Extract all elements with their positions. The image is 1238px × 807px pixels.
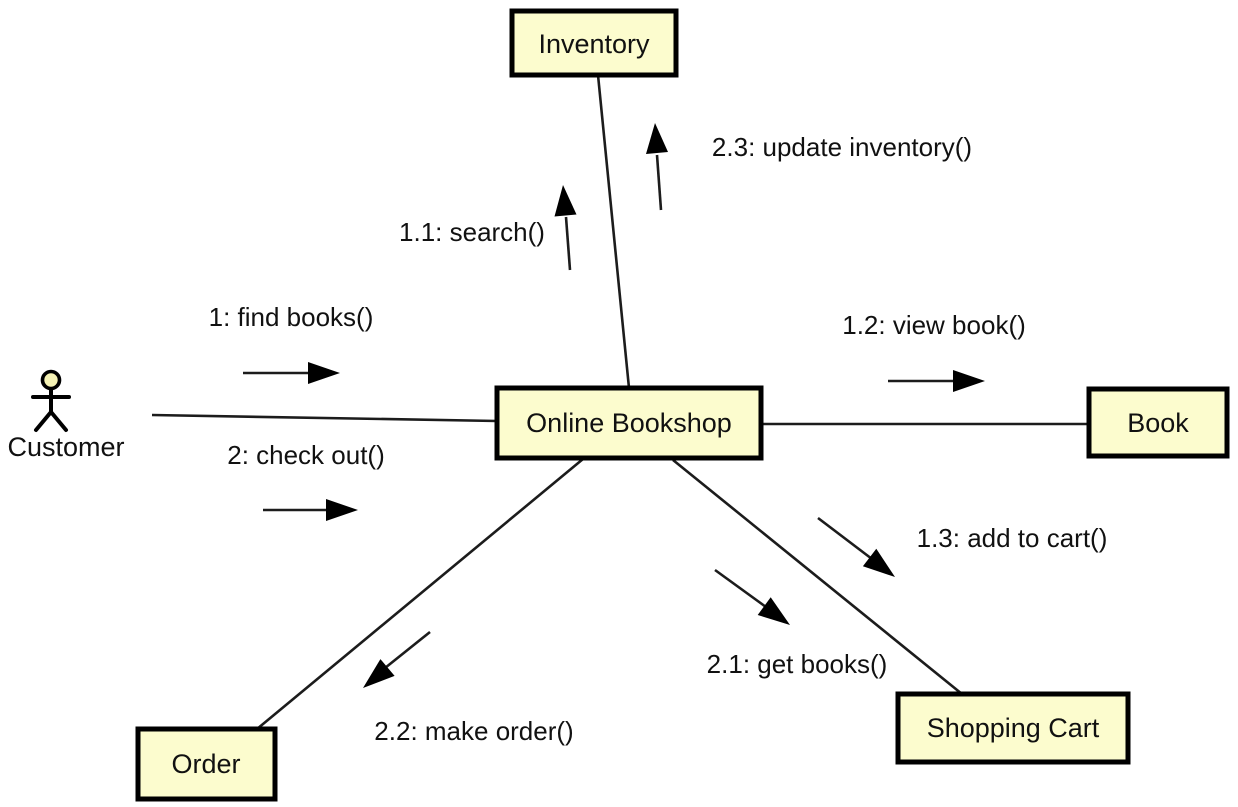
actor-customer: Customer [7,369,125,462]
actor-head-icon [40,369,62,391]
message-add-to-cart: 1.3: add to cart() [817,516,1108,577]
message-label-add-to-cart: 1.3: add to cart() [917,523,1108,553]
node-book: Book [1086,386,1230,459]
get-books-arrow-shaft [714,568,767,609]
message-search: 1.1: search() [399,185,577,271]
search-arrow-icon [554,185,577,217]
message-label-get-books: 2.1: get books() [707,649,888,679]
online-bookshop-label: Online Bookshop [526,408,732,438]
message-label-search: 1.1: search() [399,217,545,247]
node-shopping-cart: Shopping Cart [895,691,1131,765]
actor-right-leg [49,410,68,432]
message-label-update-inventory: 2.3: update inventory() [712,132,972,162]
book-label: Book [1127,408,1189,438]
actor-left-leg [34,410,53,432]
add-to-cart-arrow-icon [862,548,895,577]
shopping-cart-box [895,691,1131,765]
check-out-arrow-icon [326,499,358,521]
message-view-book: 1.2: view book() [842,310,1026,392]
inventory-box [509,8,679,78]
message-label-check-out: 2: check out() [227,440,385,470]
add-to-cart-arrow-shaft [817,516,873,561]
find-books-arrow-icon [308,362,340,384]
node-online-bookshop: Online Bookshop [494,385,764,461]
link-bookshop-order [256,457,584,731]
book-box [1086,386,1230,459]
online-bookshop-box [494,385,764,461]
make-order-arrow-icon [363,659,395,688]
message-label-find-books: 1: find books() [209,302,374,332]
message-make-order: 2.2: make order() [363,630,574,746]
update-inventory-arrow-shaft [655,154,663,211]
link-bookshop-cart [672,458,963,696]
shopping-cart-label: Shopping Cart [927,713,1100,743]
node-inventory: Inventory [509,8,679,78]
get-books-arrow-icon [757,597,790,625]
message-update-inventory: 2.3: update inventory() [646,123,972,211]
actor-customer-label: Customer [7,432,124,462]
view-book-arrow-icon [953,370,985,392]
node-order: Order [135,726,278,802]
message-check-out: 2: check out() [227,440,385,521]
message-get-books: 2.1: get books() [707,568,888,679]
order-label: Order [171,749,240,779]
search-arrow-shaft [564,216,572,271]
message-find-books: 1: find books() [209,302,374,384]
make-order-arrow-shaft [384,630,431,670]
order-box [135,726,278,802]
message-label-make-order: 2.2: make order() [374,716,573,746]
update-inventory-arrow-icon [646,123,668,154]
links [151,74,1089,731]
message-label-view-book: 1.2: view book() [842,310,1026,340]
inventory-label: Inventory [538,29,650,59]
link-bookshop-inventory [596,74,631,389]
link-customer-bookshop [151,413,498,423]
